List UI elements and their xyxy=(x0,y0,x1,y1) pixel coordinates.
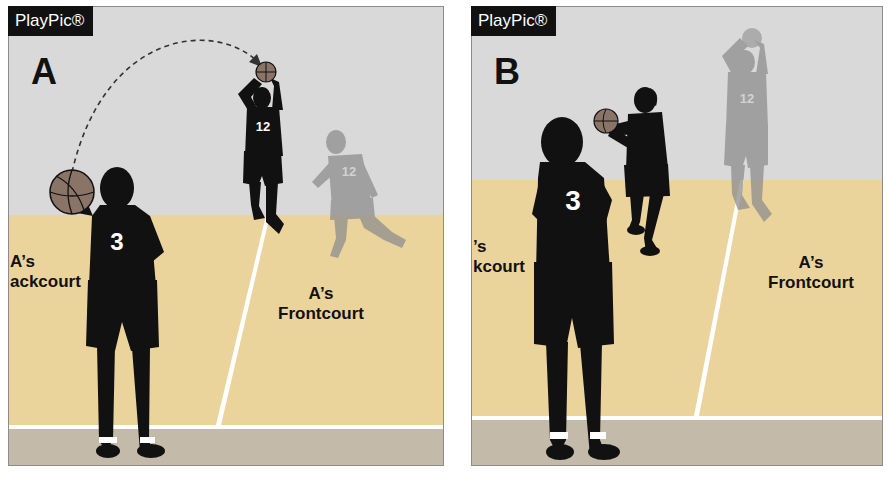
basketball xyxy=(594,109,618,133)
jersey-number: 12 xyxy=(336,165,362,180)
court-floor xyxy=(471,180,883,416)
ball-handler-player xyxy=(608,87,670,256)
division-line xyxy=(694,180,744,416)
jersey-number: 3 xyxy=(556,185,590,217)
court-floor xyxy=(8,215,444,425)
end-line xyxy=(8,425,444,429)
out-of-bounds xyxy=(471,420,883,466)
jersey-number: 3 xyxy=(102,228,132,256)
sock xyxy=(99,437,117,443)
basketball xyxy=(742,28,762,48)
basketball xyxy=(50,170,94,214)
ball-seams xyxy=(50,170,94,214)
end-line xyxy=(471,416,883,420)
shooter-player xyxy=(238,78,284,234)
ghost-player xyxy=(312,130,406,258)
pass-path xyxy=(72,40,258,172)
sock xyxy=(140,437,155,443)
ghost-player xyxy=(722,38,772,222)
jersey-number: 12 xyxy=(250,120,276,135)
court-area-label: A’s Frontcourt xyxy=(266,284,376,323)
court-area-label: ’s kcourt xyxy=(473,237,535,276)
sock xyxy=(550,432,568,439)
panel-frame: PlayPic® A xyxy=(8,6,444,466)
panel-a-scene xyxy=(8,6,444,466)
brand-tab: PlayPic® xyxy=(8,6,93,36)
sock xyxy=(590,432,606,439)
passer-player xyxy=(532,117,620,460)
out-of-bounds xyxy=(8,429,444,466)
ball-seams xyxy=(594,109,618,133)
wall xyxy=(8,6,444,215)
basketball xyxy=(256,62,276,82)
court-area-label: A’s ackcourt xyxy=(10,252,102,291)
court-area-label: A’s Frontcourt xyxy=(756,253,866,292)
panel-frame: PlayPic® B xyxy=(471,6,883,466)
panel-b-scene xyxy=(471,6,883,466)
brand-tab: PlayPic® xyxy=(471,6,556,36)
ball-seams xyxy=(256,62,276,82)
division-line xyxy=(216,215,270,425)
panel-letter: B xyxy=(494,51,520,92)
panel-letter: A xyxy=(31,51,57,92)
wall xyxy=(471,6,883,180)
jersey-number: 12 xyxy=(734,92,760,107)
